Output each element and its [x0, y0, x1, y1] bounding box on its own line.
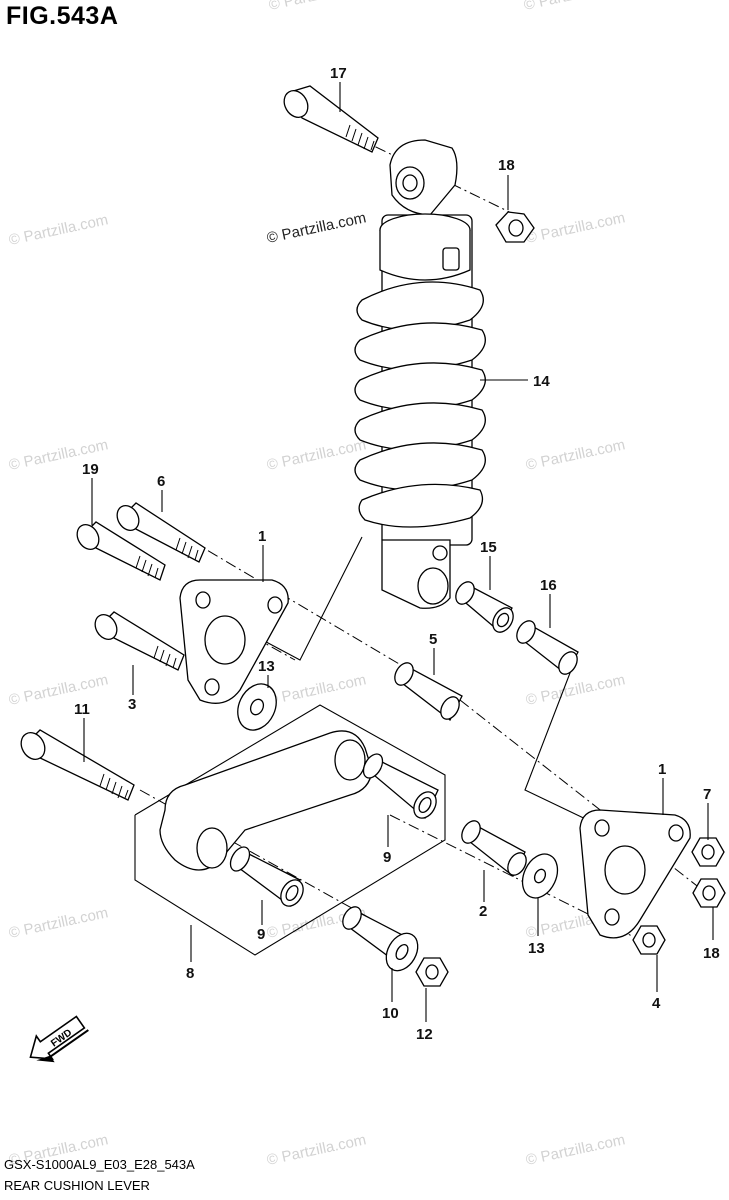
callout-10: 10 [382, 1005, 399, 1022]
collar-10 [342, 906, 419, 972]
watermark-text: © Partzilla.com [265, 209, 367, 247]
shock-spring [354, 281, 486, 528]
washer-13-right [521, 853, 559, 899]
callout-12: 12 [416, 1026, 433, 1043]
figure-caption: REAR CUSHION LEVER [4, 1178, 150, 1193]
watermark-text: © Partzilla.com [524, 671, 626, 709]
nut-12 [415, 957, 449, 987]
callout-1: 1 [658, 761, 666, 778]
watermark-text: © Partzilla.com [265, 671, 367, 709]
callout-labels: 17 18 14 19 6 1 15 16 3 13 5 11 1 7 9 9 … [74, 65, 720, 1043]
callout-19: 19 [82, 461, 99, 478]
callout-17: 17 [330, 65, 347, 82]
spacer-16 [516, 620, 579, 675]
nut-18-lower [692, 878, 726, 908]
nut-7 [691, 837, 725, 867]
bearing-15 [455, 581, 514, 634]
callout-5: 5 [429, 631, 437, 648]
callout-9: 9 [383, 849, 391, 866]
bolt-6 [116, 502, 206, 563]
bolt-3 [94, 611, 185, 671]
figure-code: GSX-S1000AL9_E03_E28_543A [4, 1157, 195, 1172]
watermark-text: © Partzilla.com [265, 1131, 367, 1169]
nut-18-upper [495, 211, 535, 243]
washer-13-left [237, 683, 277, 731]
watermark-text: © Partzilla.com [522, 0, 624, 14]
nut-4 [632, 925, 666, 955]
callout-3: 3 [128, 696, 136, 713]
callout-16: 16 [540, 577, 557, 594]
callout-7: 7 [703, 786, 711, 803]
bolt-19 [76, 521, 166, 581]
watermark-layer: © Partzilla.com © Partzilla.com © Partzi… [7, 0, 626, 1169]
callout-13: 13 [258, 658, 275, 675]
rear-cushion-rod-right [579, 809, 691, 939]
watermark-text: © Partzilla.com [267, 0, 369, 14]
watermark-text: © Partzilla.com [524, 436, 626, 474]
callout-15: 15 [480, 539, 497, 556]
watermark-text: © Partzilla.com [7, 671, 109, 709]
watermark-text: © Partzilla.com [524, 1131, 626, 1169]
rear-cushion-rod-left [179, 579, 289, 704]
callout-14: 14 [533, 373, 550, 390]
fwd-arrow: FWD [29, 1015, 89, 1063]
bolt-11 [20, 729, 135, 801]
leader-lines [83, 82, 714, 1022]
spacer-5 [394, 662, 463, 721]
callout-4: 4 [652, 995, 661, 1012]
callout-1: 1 [258, 528, 266, 545]
callout-18: 18 [498, 157, 515, 174]
callout-8: 8 [186, 965, 194, 982]
watermark-text: © Partzilla.com [7, 904, 109, 942]
watermark-text: © Partzilla.com [265, 436, 367, 474]
spacer-2 [461, 820, 527, 878]
cushion-lever-8 [134, 704, 446, 956]
callout-9: 9 [257, 926, 265, 943]
callout-11: 11 [74, 701, 90, 718]
callout-18: 18 [703, 945, 720, 962]
bolt-17 [283, 85, 379, 153]
callout-6: 6 [157, 473, 165, 490]
rear-shock-absorber [354, 139, 486, 609]
callout-2: 2 [479, 903, 487, 920]
watermark-text: © Partzilla.com [7, 211, 109, 249]
watermark-text: © Partzilla.com [524, 209, 626, 247]
figure-title: FIG.543A [6, 2, 119, 30]
callout-13: 13 [528, 940, 545, 957]
